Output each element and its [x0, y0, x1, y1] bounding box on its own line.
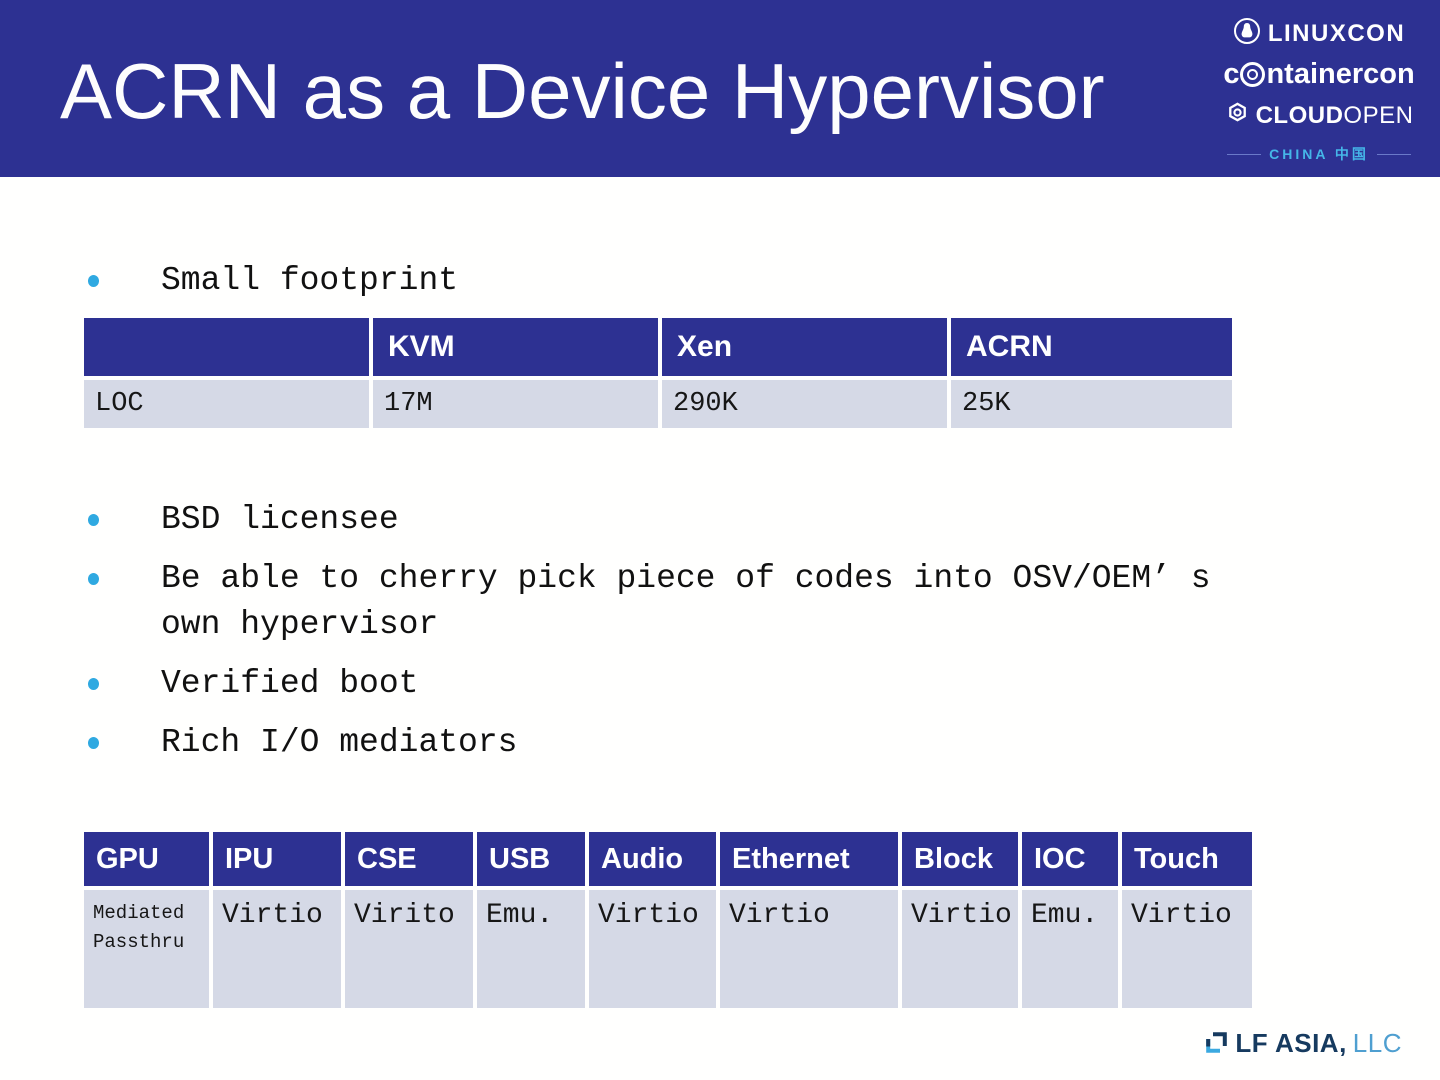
cell-ethernet: Virtio	[720, 890, 898, 1008]
cloudopen-bold: CLOUD	[1255, 102, 1344, 129]
header-xen: Xen	[662, 318, 947, 376]
gear-hexagon-icon	[1225, 100, 1250, 132]
header-empty	[84, 318, 369, 376]
cell-cse: Virito	[345, 890, 473, 1008]
cell-ipu: Virtio	[213, 890, 341, 1008]
header-gpu: GPU	[84, 832, 209, 886]
header-ioc: IOC	[1022, 832, 1118, 886]
header-audio: Audio	[589, 832, 716, 886]
header-ethernet: Ethernet	[720, 832, 898, 886]
linuxcon-wordmark: LINUXCON	[1267, 19, 1406, 47]
cell-loc-label: LOC	[84, 380, 369, 428]
table-header-row: KVM Xen ACRN	[84, 318, 1232, 376]
cell-usb: Emu.	[477, 890, 585, 1008]
page-title: ACRN as a Device Hypervisor	[60, 47, 1105, 135]
cell-ioc: Emu.	[1022, 890, 1118, 1008]
header-kvm: KVM	[373, 318, 658, 376]
containercon-logo: c ntainercon	[1223, 58, 1414, 91]
bullet-bsd: BSD licensee	[88, 497, 1273, 543]
cell-gpu: Mediated Passthru	[84, 890, 209, 1008]
table-row: LOC 17M 290K 25K	[84, 380, 1232, 428]
cell-touch: Virtio	[1122, 890, 1252, 1008]
header-band	[0, 0, 1440, 177]
bullet-small-footprint: Small footprint	[88, 258, 1288, 304]
china-tagline: CHINA 中国	[1227, 144, 1411, 164]
lf-asia-text: LF ASIA,	[1235, 1028, 1347, 1058]
cloudopen-light: OPEN	[1343, 102, 1414, 129]
cell-kvm-loc: 17M	[373, 380, 658, 428]
table-row: Mediated Passthru Virtio Virito Emu. Vir…	[84, 890, 1252, 1008]
bullet-small-footprint-wrap: Small footprint	[88, 258, 1288, 304]
io-mediators-table: GPU IPU CSE USB Audio Ethernet Block IOC…	[80, 828, 1256, 1012]
table-header-row: GPU IPU CSE USB Audio Ethernet Block IOC…	[84, 832, 1252, 886]
containercon-prefix: c	[1223, 58, 1240, 90]
lf-asia-logo: LF ASIA, LLC	[1206, 1028, 1402, 1059]
bullet-cherry-pick: Be able to cherry pick piece of codes in…	[88, 556, 1273, 648]
containercon-suffix: ntainercon	[1266, 58, 1415, 90]
header-touch: Touch	[1122, 832, 1252, 886]
linuxcon-logo: LINUXCON	[1233, 17, 1405, 50]
loc-comparison-table: KVM Xen ACRN LOC 17M 290K 25K	[80, 314, 1236, 432]
feature-bullet-list: BSD licensee Be able to cherry pick piec…	[88, 497, 1273, 779]
bullseye-o-icon	[1240, 62, 1266, 87]
bullet-io-mediators: Rich I/O mediators	[88, 720, 1273, 766]
header-usb: USB	[477, 832, 585, 886]
cell-audio: Virtio	[589, 890, 716, 1008]
llc-text: LLC	[1352, 1028, 1402, 1058]
right-rule	[1376, 153, 1411, 155]
header-ipu: IPU	[213, 832, 341, 886]
lf-square-icon	[1206, 1031, 1228, 1058]
header-cse: CSE	[345, 832, 473, 886]
cell-acrn-loc: 25K	[951, 380, 1232, 428]
header-block: Block	[902, 832, 1018, 886]
penguin-icon	[1233, 17, 1261, 50]
cell-xen-loc: 290K	[662, 380, 947, 428]
left-rule	[1227, 153, 1262, 155]
bullet-verified-boot: Verified boot	[88, 661, 1273, 707]
header-acrn: ACRN	[951, 318, 1232, 376]
cell-block: Virtio	[902, 890, 1018, 1008]
china-label: CHINA 中国	[1269, 146, 1369, 162]
